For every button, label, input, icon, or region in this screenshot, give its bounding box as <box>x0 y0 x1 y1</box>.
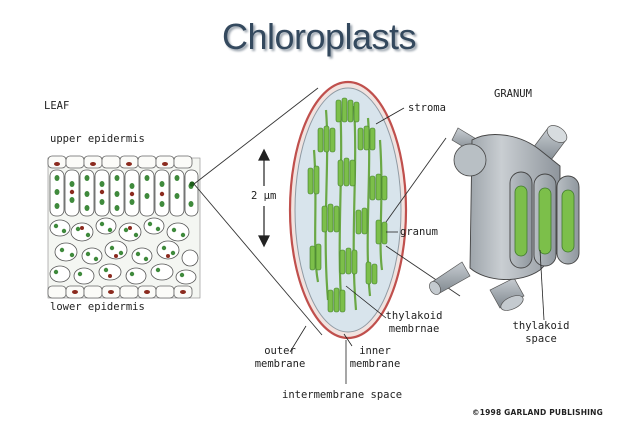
outer-membrane-line1: outer <box>264 345 296 357</box>
inner-membrane-line2: membrane <box>349 358 401 370</box>
selected-chloroplast-marker <box>189 181 195 187</box>
spongy-chloroplasts <box>53 221 186 278</box>
upper-epidermis-label: upper epidermis <box>50 133 145 145</box>
spongy-nuclei <box>80 226 170 278</box>
granum-heading: GRANUM <box>494 88 532 100</box>
scale-bar <box>258 148 270 248</box>
grana-stacks <box>307 97 388 313</box>
thylakoid-membrane-label: thylakoid membrnae <box>382 310 446 336</box>
leader-lines <box>289 107 545 384</box>
page-title: Chloroplasts <box>221 16 417 57</box>
thylakoid-membrane-line1: thylakoid <box>385 310 443 322</box>
intermembrane-space-label: intermembrane space <box>282 389 403 401</box>
outer-membrane-label: outer membrane <box>251 345 309 371</box>
inner-membrane-shape <box>294 87 402 333</box>
lower-epidermis-label: lower epidermis <box>50 301 145 313</box>
inner-membrane-line1: inner <box>359 345 391 357</box>
lower-epidermis-nuclei <box>72 290 186 294</box>
copyright-notice: ©1998 GARLAND PUBLISHING <box>472 408 603 417</box>
upper-epidermis-nuclei <box>54 162 168 166</box>
palisade-nuclei <box>69 189 165 197</box>
zoom-lines-leaf <box>193 87 323 336</box>
thylakoid-discs <box>509 171 580 269</box>
stroma-label: stroma <box>408 102 446 114</box>
thylakoid-space-line1: thylakoid <box>512 320 570 332</box>
scale-label: 2 µm <box>251 190 277 202</box>
chloroplast <box>288 80 408 340</box>
granum-3d <box>429 125 580 311</box>
granum-label: granum <box>400 226 438 238</box>
thylakoid-space-label: thylakoid space <box>509 320 573 346</box>
leaf-cross-section <box>47 155 201 299</box>
palisade-chloroplasts <box>54 175 194 211</box>
leaf-heading: LEAF <box>44 100 70 112</box>
thylakoid-membrane-line2: membrnae <box>388 323 440 335</box>
inner-membrane-label: inner membrane <box>346 345 404 371</box>
outer-membrane-line2: membrane <box>254 358 306 370</box>
thylakoid-space-line2: space <box>525 333 557 345</box>
